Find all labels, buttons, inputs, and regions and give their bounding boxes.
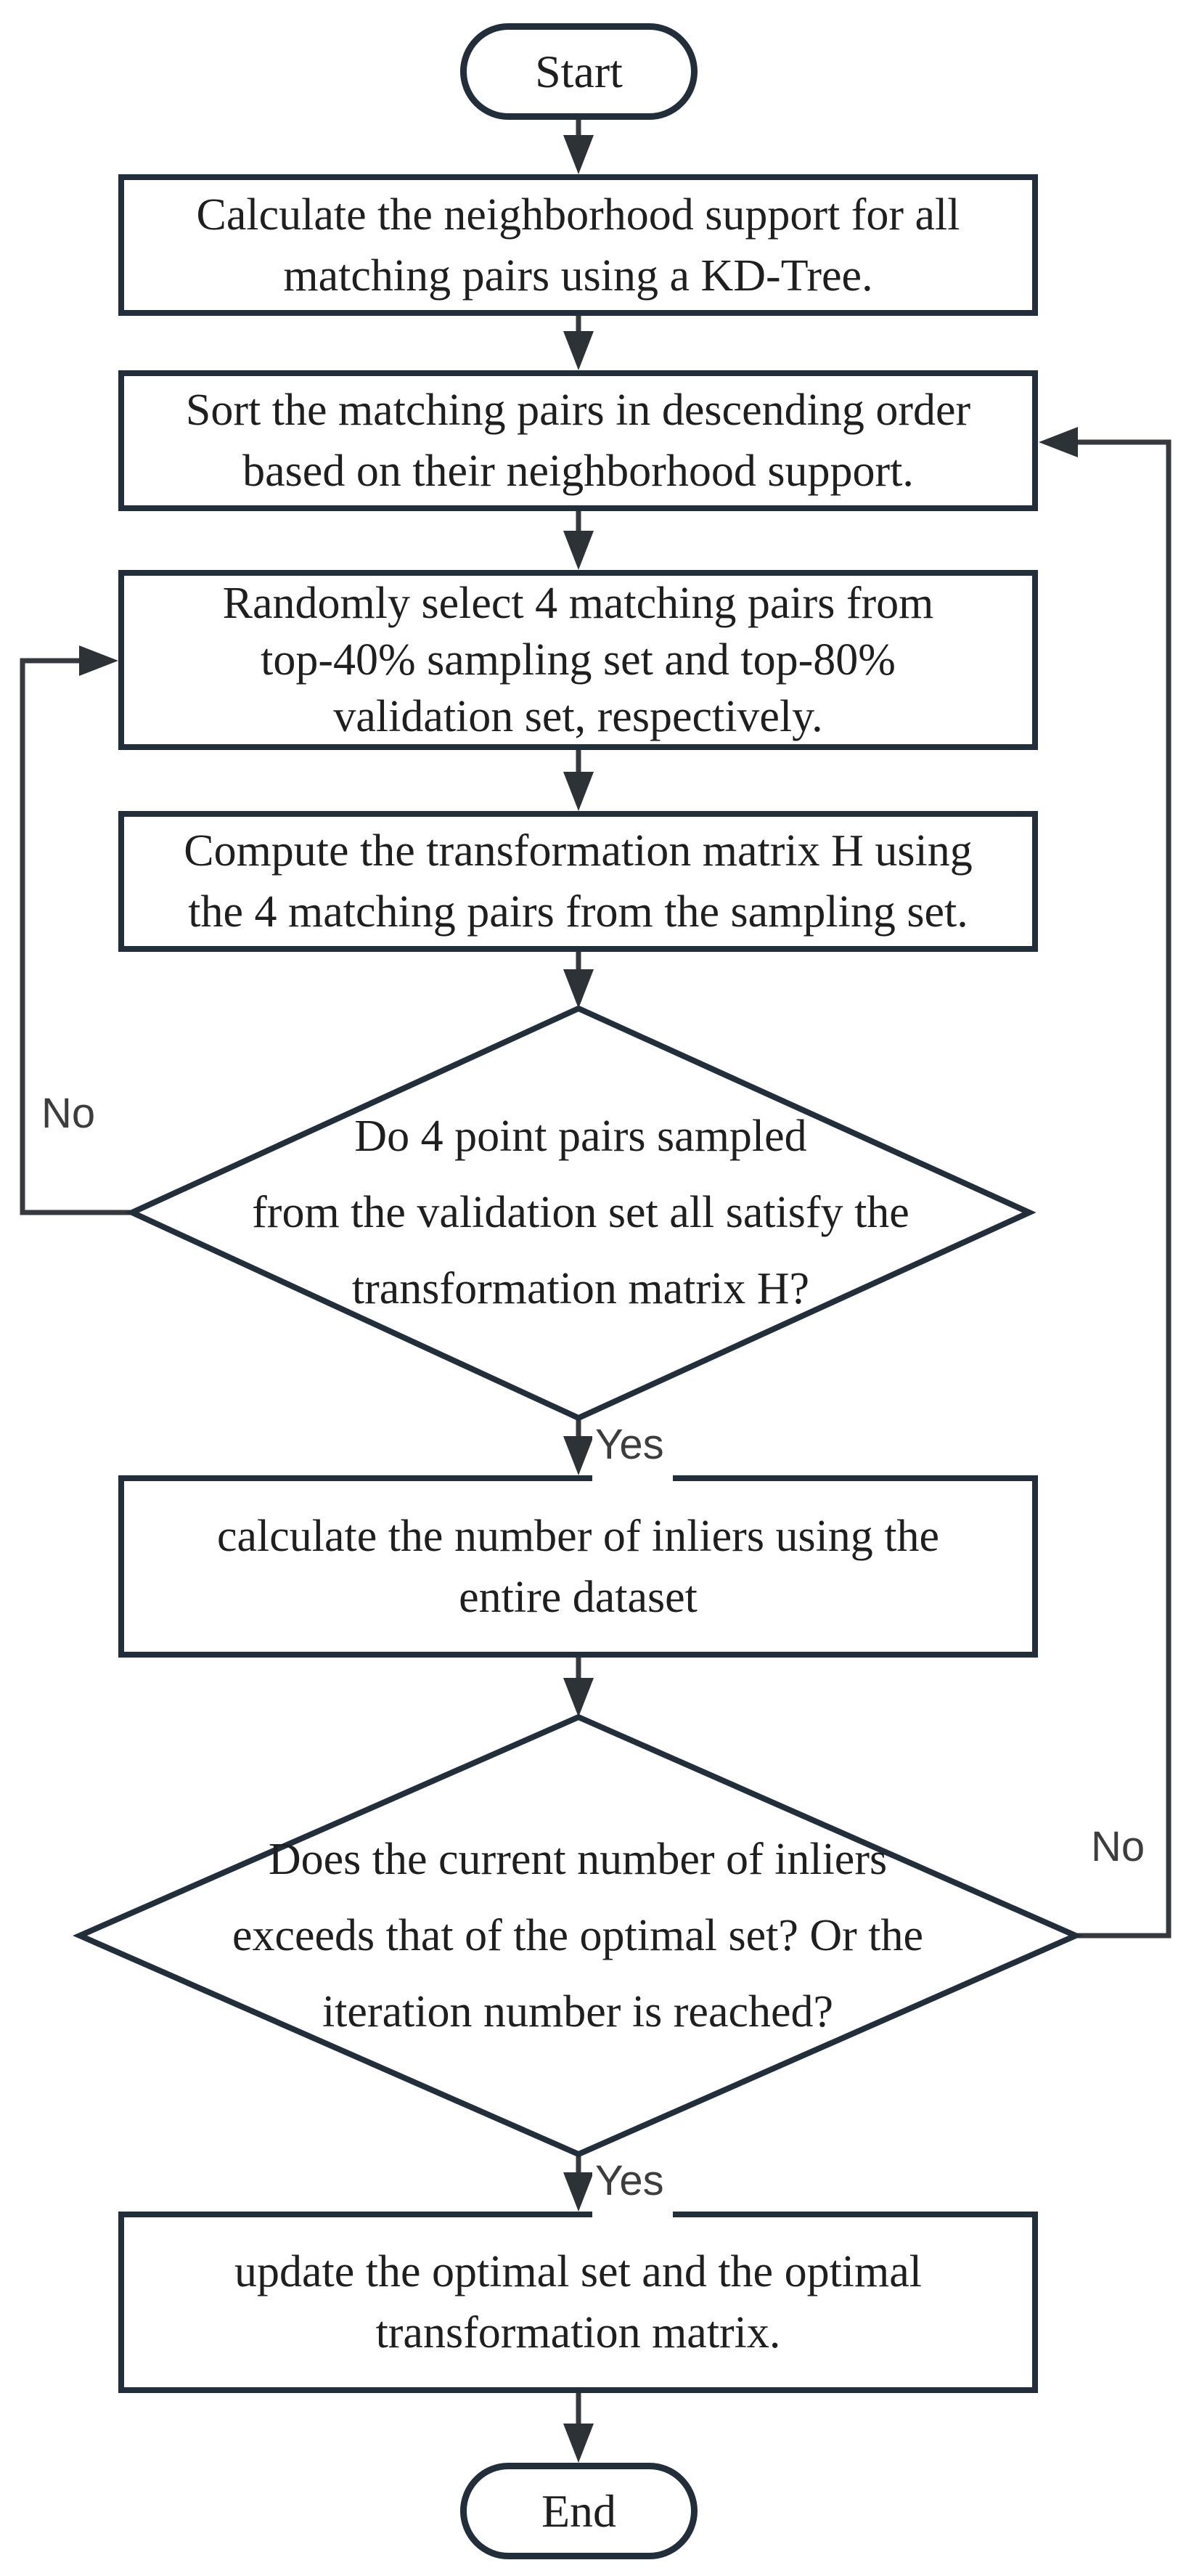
node-count-inliers: calculate the number of inliers using th…: [118, 1475, 1038, 1658]
arrowhead: [563, 331, 594, 370]
node-end: End: [460, 2463, 698, 2559]
arrowhead: [563, 969, 594, 1008]
arrowhead: [1039, 427, 1078, 457]
node-validate-4-pairs: Do 4 point pairs sampled from the valida…: [252, 1111, 909, 1313]
arrowhead: [563, 531, 594, 570]
decision-optimal-shape: [73, 1713, 1083, 2158]
edge-no-loop-left: [20, 658, 132, 1215]
edge-label-yes-2: Yes: [592, 2158, 673, 2220]
decision-validate-shape: [125, 1005, 1036, 1422]
arrowhead: [563, 1678, 594, 1717]
edge-label-yes-1: Yes: [592, 1422, 673, 1484]
arrowhead: [563, 2172, 594, 2212]
node-start: Start: [460, 23, 698, 120]
arrowhead: [563, 135, 594, 174]
arrowhead: [563, 2424, 594, 2463]
node-compute-h: Compute the transformation matrix H usin…: [118, 811, 1038, 952]
arrowhead: [79, 645, 118, 676]
arrowhead: [563, 772, 594, 811]
arrowhead: [563, 1436, 594, 1475]
node-calc-support: Calculate the neighborhood support for a…: [118, 174, 1038, 316]
node-sort-pairs: Sort the matching pairs in descending or…: [118, 370, 1038, 511]
edge-no-loop-right: [1076, 439, 1171, 1939]
edge-label-no-right: No: [1091, 1823, 1145, 1870]
node-update-optimal: update the optimal set and the optimal t…: [118, 2212, 1038, 2393]
edge-label-no-left: No: [41, 1090, 96, 1137]
node-random-select: Randomly select 4 matching pairs from to…: [118, 570, 1038, 750]
node-check-optimal: Does the current number of inliers excee…: [232, 1834, 924, 2037]
